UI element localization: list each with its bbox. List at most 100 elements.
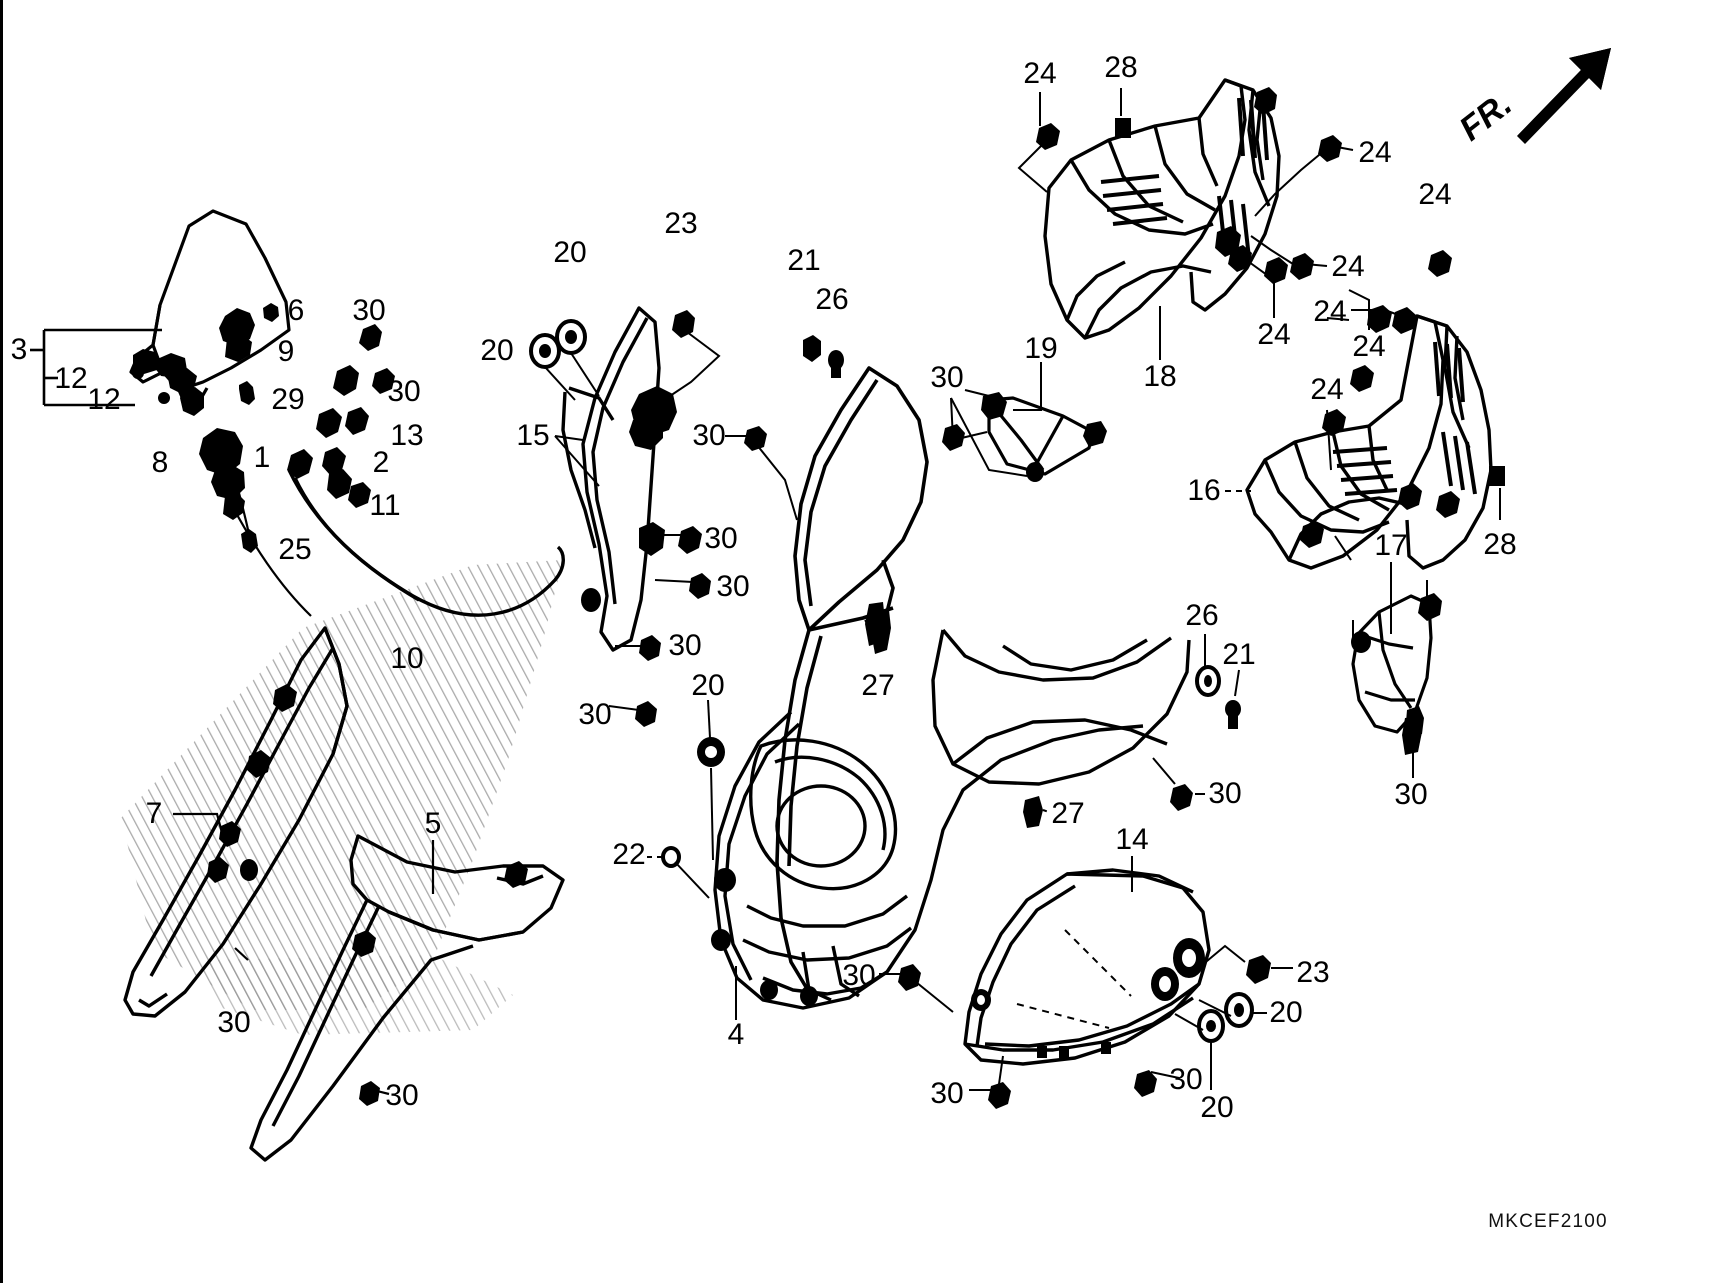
callout-9: 9 [277,335,295,368]
grommet-20-b [529,333,561,369]
callout-28-a: 28 [1104,51,1138,84]
part-7-leader [173,812,249,961]
part-15-clip-leaders [608,534,694,711]
clip-30-right-center [1170,784,1193,811]
callout-15: 15 [516,419,550,452]
callout-27-b: 27 [1051,797,1085,830]
callout-24-h: 24 [1310,373,1344,406]
callout-8: 8 [151,446,169,479]
grommet-20-a [555,319,587,355]
fastener-part-6 [263,303,279,322]
part-15-leaders [544,331,721,487]
part-19-hardware [981,392,1107,482]
callout-14: 14 [1115,823,1149,856]
callout-17: 17 [1374,529,1408,562]
leader-27-b [1042,809,1050,813]
part-group-4-headlight-housing [713,628,1191,1010]
windscreen-trim-arc [287,469,565,617]
part-group-7-side-panel [123,626,349,1018]
callout-7: 7 [145,797,163,830]
callout-30-j: 30 [930,361,964,394]
diagram-code: MKCEF2100 [1488,1211,1608,1232]
callout-23-a: 23 [664,207,698,240]
callout-11: 11 [369,489,401,522]
part-14-fasteners-23-20 [1197,955,1271,1043]
callout-20-a: 20 [553,236,587,269]
clip-30-headlight-left [898,964,1157,1109]
callout-3: 3 [10,333,28,366]
screw-cluster-13-2-11 [287,324,395,508]
callout-30-c: 30 [217,1006,251,1039]
callout-12-a: 12 [54,362,88,395]
callout-2: 2 [372,446,390,479]
callout-16: 16 [1187,474,1221,507]
callout-30-o: 30 [1394,778,1428,811]
callout-21-a: 21 [787,244,821,277]
callout-20-d: 20 [1269,996,1303,1029]
grommet-part-12a [132,367,144,379]
callout-26-b: 26 [1185,599,1219,632]
part-14-bulb-bosses [971,938,1205,1058]
callout-24-a: 24 [1023,57,1057,90]
callout-13: 13 [390,419,424,452]
callout-30-i: 30 [578,698,612,731]
callout-30-l: 30 [930,1077,964,1110]
part-15-clips [635,526,711,727]
callout-10: 10 [390,642,424,675]
clip-30-bracket19 [942,424,965,451]
part-5-leader [372,840,435,1096]
callout-24-g: 24 [1418,178,1452,211]
callout-20-c: 20 [691,669,725,702]
leader-19 [950,362,1042,477]
callout-29: 29 [271,383,305,416]
callout-4: 4 [727,1018,745,1051]
leader-30-headlight [879,973,1004,1091]
grommet-part-12b [158,392,170,404]
callout-30-g: 30 [716,570,750,603]
part-group-14-headlight [963,868,1211,1066]
callout-23-b: 23 [1296,956,1330,989]
callout-18: 18 [1143,360,1177,393]
callout-30-h: 30 [668,629,702,662]
callout-21-b: 21 [1222,638,1256,671]
part-group-15-inner-bracket [561,306,661,652]
callout-6: 6 [287,294,305,327]
leader-bracket-3 [30,328,162,407]
callout-30-e: 30 [692,419,726,452]
callout-25: 25 [278,533,312,566]
callout-30-k: 30 [842,959,876,992]
leader-23b-20d [1150,944,1293,1090]
callout-24-b: 24 [1358,136,1392,169]
callout-30-m: 30 [1208,777,1242,810]
clip-30-center [744,426,767,451]
front-direction-arrow-icon [1517,48,1611,144]
fastener-26-b [1195,665,1221,697]
callout-30-f: 30 [704,522,738,555]
leader-26b-21b [1204,634,1240,697]
leader-16b [1326,409,1501,561]
exploded-parts-illustration [30,78,1505,1162]
callout-19: 19 [1024,332,1058,365]
fastener-21-a [803,335,821,362]
leader-22-solid [674,861,710,899]
callout-20-b: 20 [480,334,514,367]
callout-1: 1 [253,441,271,474]
callout-24-e: 24 [1313,295,1347,328]
part-5-clips [352,861,528,1106]
leader-20-center [707,699,714,861]
callout-24-f: 24 [1352,330,1386,363]
fastener-part-29 [239,381,255,405]
hatched-shadow-region [121,560,563,1035]
callout-5: 5 [424,807,442,840]
fastener-21-b [1225,700,1241,729]
leader-30-right-center [1152,757,1205,795]
fastener-part-25 [241,529,258,553]
callout-30-b: 30 [387,375,421,408]
fastener-22 [661,846,681,868]
clip-27-b [1023,796,1043,828]
callout-20-e: 20 [1200,1091,1234,1124]
fastener-23-a [672,310,695,338]
callout-30-a: 30 [352,294,386,327]
part-4-hardware [697,610,891,1006]
